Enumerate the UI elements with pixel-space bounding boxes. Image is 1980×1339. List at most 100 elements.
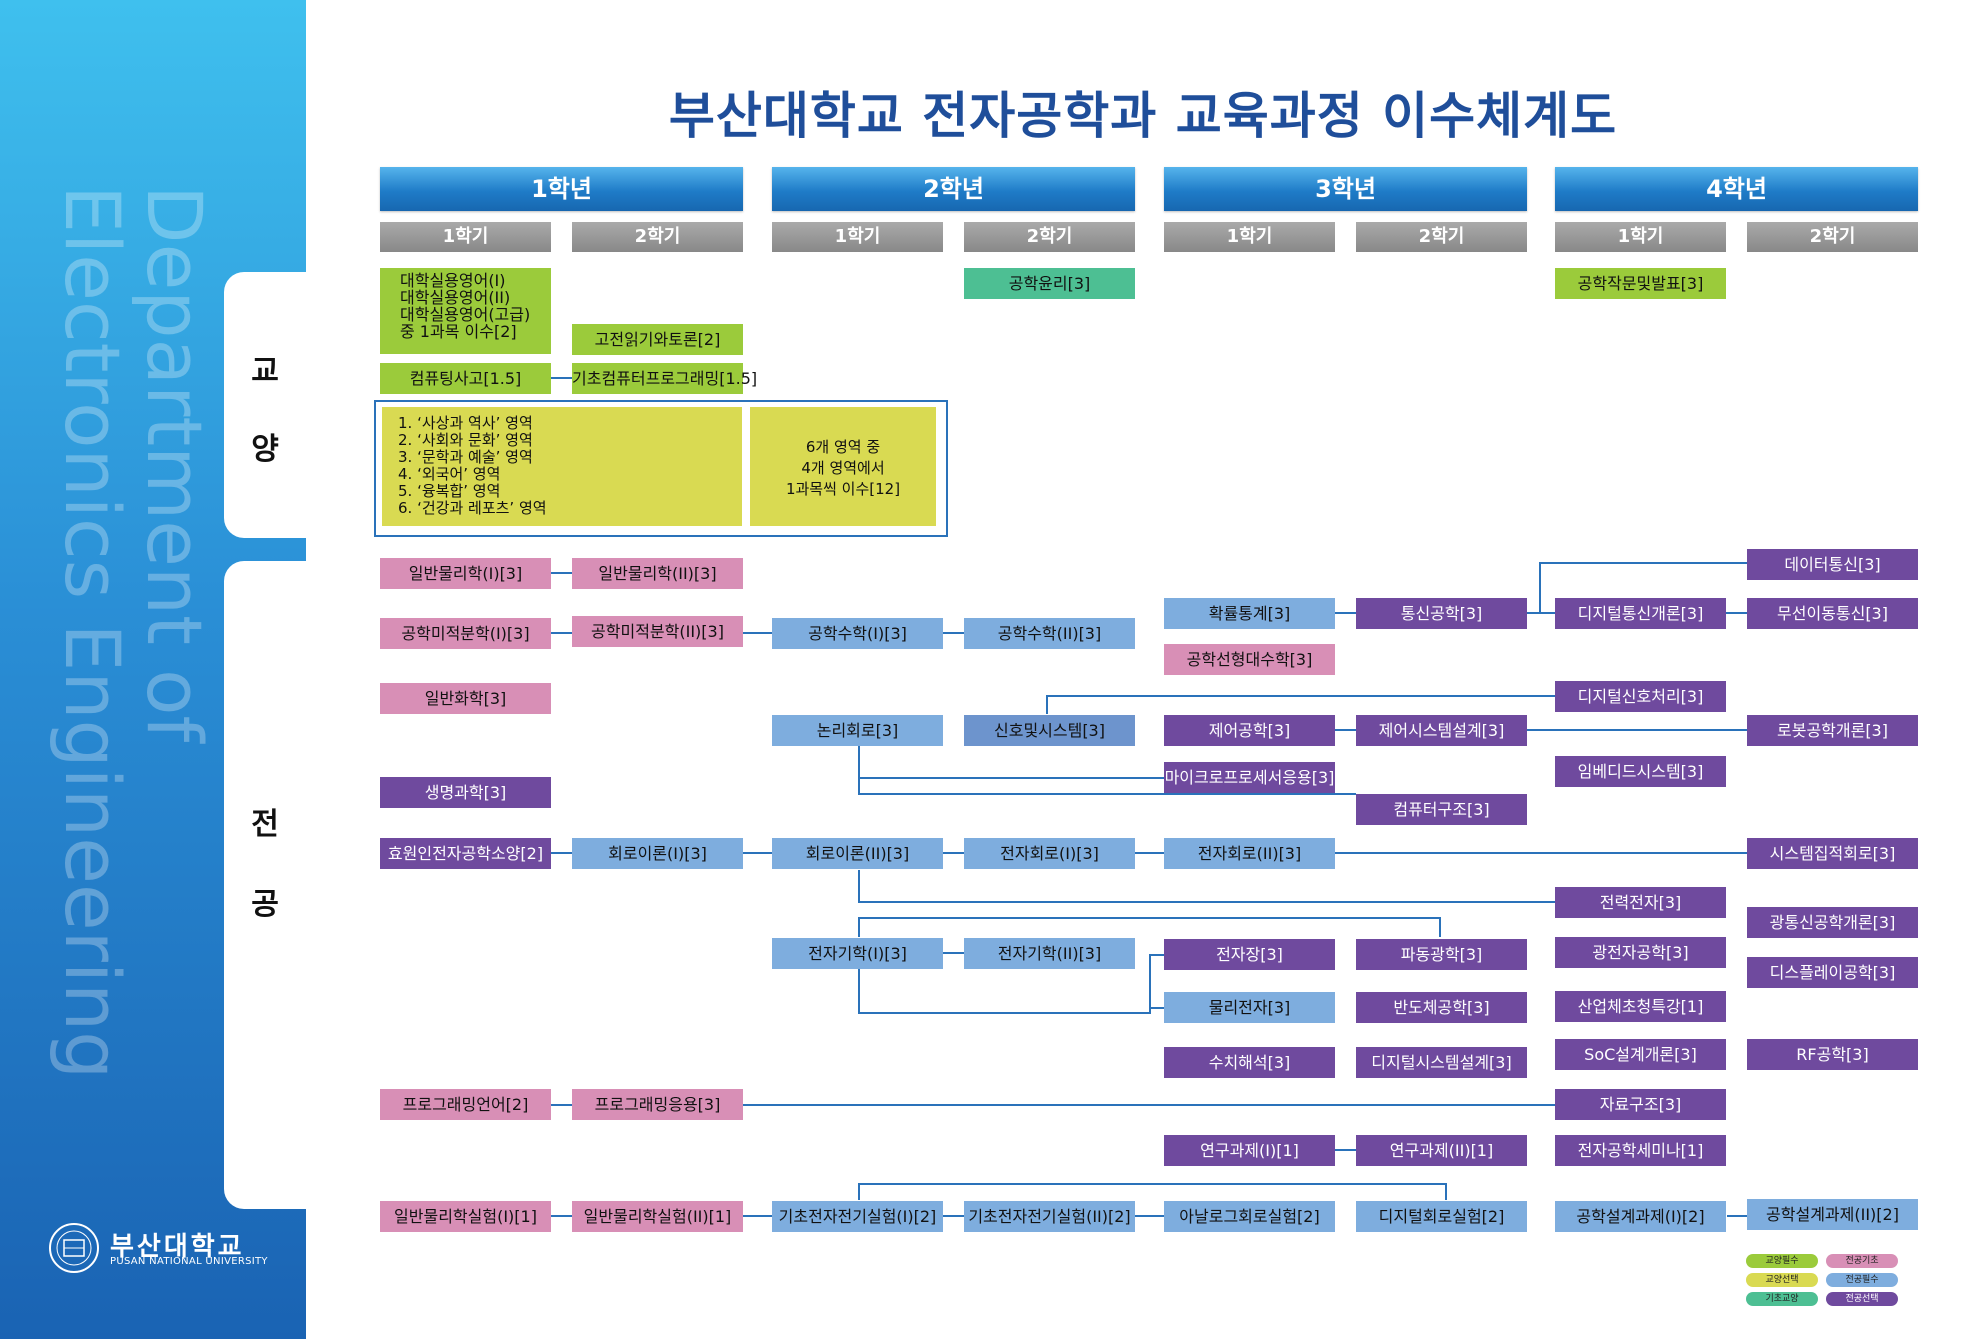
university-logo: 부산대학교 PUSAN NATIONAL UNIVERSITY <box>48 1222 278 1273</box>
course-linear-algebra[interactable]: 공학선형대수학[3] <box>1164 644 1335 675</box>
course-line: 대학실용영어(II) <box>400 288 511 307</box>
course-wireless-mobile[interactable]: 무선이동통신[3] <box>1747 598 1918 629</box>
legend-item: 교양필수 <box>1746 1254 1818 1268</box>
area-item: 5. ‘융복합’ 영역 <box>398 482 501 500</box>
course-computer-architecture[interactable]: 컴퓨터구조[3] <box>1356 794 1527 825</box>
year-header-4: 4학년 <box>1555 167 1918 211</box>
course-electromagnetics-2[interactable]: 전자기학(II)[3] <box>964 938 1135 969</box>
course-physics-2[interactable]: 일반물리학(II)[3] <box>572 558 743 589</box>
course-semiconductor[interactable]: 반도체공학[3] <box>1356 992 1527 1023</box>
course-system-ic[interactable]: 시스템집적회로[3] <box>1747 838 1918 869</box>
course-research-1[interactable]: 연구과제(I)[1] <box>1164 1135 1335 1166</box>
semester-header: 2학기 <box>1356 222 1527 252</box>
semester-header: 1학기 <box>380 222 551 252</box>
semester-header: 1학기 <box>772 222 943 252</box>
course-basic-programming[interactable]: 기초컴퓨터프로그래밍[1.5] <box>572 363 757 394</box>
general-areas-note: 6개 영역 중 4개 영역에서 1과목씩 이수[12] <box>750 407 936 526</box>
area-item: 1. ‘사상과 역사’ 영역 <box>398 414 533 432</box>
course-rf-engineering[interactable]: RF공학[3] <box>1747 1039 1918 1070</box>
legend-item: 전공기초 <box>1826 1254 1898 1268</box>
course-technical-writing[interactable]: 공학작문및발표[3] <box>1555 268 1726 299</box>
course-line: 대학실용영어(고급) <box>400 305 531 324</box>
semester-header: 2학기 <box>572 222 743 252</box>
course-numerical-analysis[interactable]: 수치해석[3] <box>1164 1047 1335 1078</box>
course-computational-thinking[interactable]: 컴퓨팅사고[1.5] <box>380 363 551 394</box>
course-control-design[interactable]: 제어시스템설계[3] <box>1356 715 1527 746</box>
course-engineering-ethics[interactable]: 공학윤리[3] <box>964 268 1135 299</box>
course-microprocessor[interactable]: 마이크로프로세서응용[3] <box>1164 762 1335 793</box>
note-line: 1과목씩 이수[12] <box>785 480 901 498</box>
area-item: 6. ‘건강과 레포츠’ 영역 <box>398 499 547 517</box>
course-calculus-1[interactable]: 공학미적분학(I)[3] <box>380 618 551 649</box>
course-optical-communication[interactable]: 광통신공학개론[3] <box>1747 907 1918 938</box>
tab-liberal-char2: 양 <box>251 432 279 467</box>
logo-subtitle: PUSAN NATIONAL UNIVERSITY <box>110 1256 268 1267</box>
general-areas-list: 1. ‘사상과 역사’ 영역 2. ‘사회와 문화’ 영역 3. ‘문학과 예술… <box>382 407 742 526</box>
area-item: 2. ‘사회와 문화’ 영역 <box>398 431 533 449</box>
course-basic-lab-2[interactable]: 기초전자전기실험(II)[2] <box>964 1201 1135 1232</box>
course-physics-lab-2[interactable]: 일반물리학실험(II)[1] <box>572 1201 743 1232</box>
course-calculus-2[interactable]: 공학미적분학(II)[3] <box>572 616 743 647</box>
course-soc-design[interactable]: SoC설계개론[3] <box>1555 1039 1726 1070</box>
semester-header: 1학기 <box>1164 222 1335 252</box>
course-capstone-2[interactable]: 공학설계과제(II)[2] <box>1747 1199 1918 1230</box>
tab-major-char2: 공 <box>251 887 279 922</box>
tab-liberal-arts: 교 양 <box>224 272 306 538</box>
page-title: 부산대학교 전자공학과 교육과정 이수체계도 <box>668 87 1618 145</box>
semester-header: 1학기 <box>1555 222 1726 252</box>
course-data-structures[interactable]: 자료구조[3] <box>1555 1089 1726 1120</box>
course-circuit-1[interactable]: 회로이론(I)[3] <box>572 838 743 869</box>
course-digital-system-design[interactable]: 디지털시스템설계[3] <box>1356 1047 1527 1078</box>
course-intro-ee[interactable]: 효원인전자공학소양[2] <box>380 838 551 869</box>
course-eng-math-2[interactable]: 공학수학(II)[3] <box>964 618 1135 649</box>
semester-header: 2학기 <box>964 222 1135 252</box>
course-biology[interactable]: 생명과학[3] <box>380 777 551 808</box>
course-physics-1[interactable]: 일반물리학(I)[3] <box>380 558 551 589</box>
course-signals-systems[interactable]: 신호및시스템[3] <box>964 715 1135 746</box>
course-control[interactable]: 제어공학[3] <box>1164 715 1335 746</box>
course-programming-language[interactable]: 프로그래밍언어[2] <box>380 1089 551 1120</box>
general-education-areas: 1. ‘사상과 역사’ 영역 2. ‘사회와 문화’ 영역 3. ‘문학과 예술… <box>374 400 948 537</box>
course-analog-lab[interactable]: 아날로그회로실험[2] <box>1164 1201 1335 1232</box>
course-optoelectronics[interactable]: 광전자공학[3] <box>1555 937 1726 968</box>
course-display[interactable]: 디스플레이공학[3] <box>1747 957 1918 988</box>
tab-liberal-char1: 교 <box>251 354 279 389</box>
course-seminar[interactable]: 전자공학세미나[1] <box>1555 1135 1726 1166</box>
tab-major-char1: 전 <box>251 807 279 842</box>
course-physical-electronics[interactable]: 물리전자[3] <box>1164 992 1335 1023</box>
course-classics[interactable]: 고전읽기와토론[2] <box>572 324 743 355</box>
course-digital-communication[interactable]: 디지털통신개론[3] <box>1555 598 1726 629</box>
course-basic-lab-1[interactable]: 기초전자전기실험(I)[2] <box>772 1201 943 1232</box>
course-eng-math-1[interactable]: 공학수학(I)[3] <box>772 618 943 649</box>
course-probability[interactable]: 확률통계[3] <box>1164 598 1335 629</box>
course-practical-english[interactable]: 대학실용영어(I) 대학실용영어(II) 대학실용영어(고급) 중 1과목 이수… <box>380 268 551 354</box>
course-research-2[interactable]: 연구과제(II)[1] <box>1356 1135 1527 1166</box>
course-industry-lecture[interactable]: 산업체초청특강[1] <box>1555 991 1726 1022</box>
course-programming-application[interactable]: 프로그래밍응용[3] <box>572 1089 743 1120</box>
course-electronics-2[interactable]: 전자회로(II)[3] <box>1164 838 1335 869</box>
course-electronics-1[interactable]: 전자회로(I)[3] <box>964 838 1135 869</box>
legend-item: 전공선택 <box>1826 1292 1898 1306</box>
course-communications[interactable]: 통신공학[3] <box>1356 598 1527 629</box>
year-header-1: 1학년 <box>380 167 743 211</box>
legend-item: 기초교양 <box>1746 1292 1818 1306</box>
course-capstone-1[interactable]: 공학설계과제(I)[2] <box>1555 1201 1726 1232</box>
course-chemistry[interactable]: 일반화학[3] <box>380 683 551 714</box>
legend-item: 교양선택 <box>1746 1273 1818 1287</box>
course-circuit-2[interactable]: 회로이론(II)[3] <box>772 838 943 869</box>
course-electromagnetics-1[interactable]: 전자기학(I)[3] <box>772 938 943 969</box>
course-data-communication[interactable]: 데이터통신[3] <box>1747 549 1918 580</box>
course-digital-lab[interactable]: 디지털회로실험[2] <box>1356 1201 1527 1232</box>
course-dsp[interactable]: 디지털신호처리[3] <box>1555 681 1726 712</box>
course-line: 중 1과목 이수[2] <box>400 322 517 341</box>
course-power-electronics[interactable]: 전력전자[3] <box>1555 887 1726 918</box>
course-embedded-systems[interactable]: 임베디드시스템[3] <box>1555 756 1726 787</box>
course-logic-circuit[interactable]: 논리회로[3] <box>772 715 943 746</box>
year-header-2: 2학년 <box>772 167 1135 211</box>
course-robotics[interactable]: 로봇공학개론[3] <box>1747 715 1918 746</box>
course-wave-optics[interactable]: 파동광학[3] <box>1356 939 1527 970</box>
course-em-fields[interactable]: 전자장[3] <box>1164 939 1335 970</box>
course-physics-lab-1[interactable]: 일반물리학실험(I)[1] <box>380 1201 551 1232</box>
